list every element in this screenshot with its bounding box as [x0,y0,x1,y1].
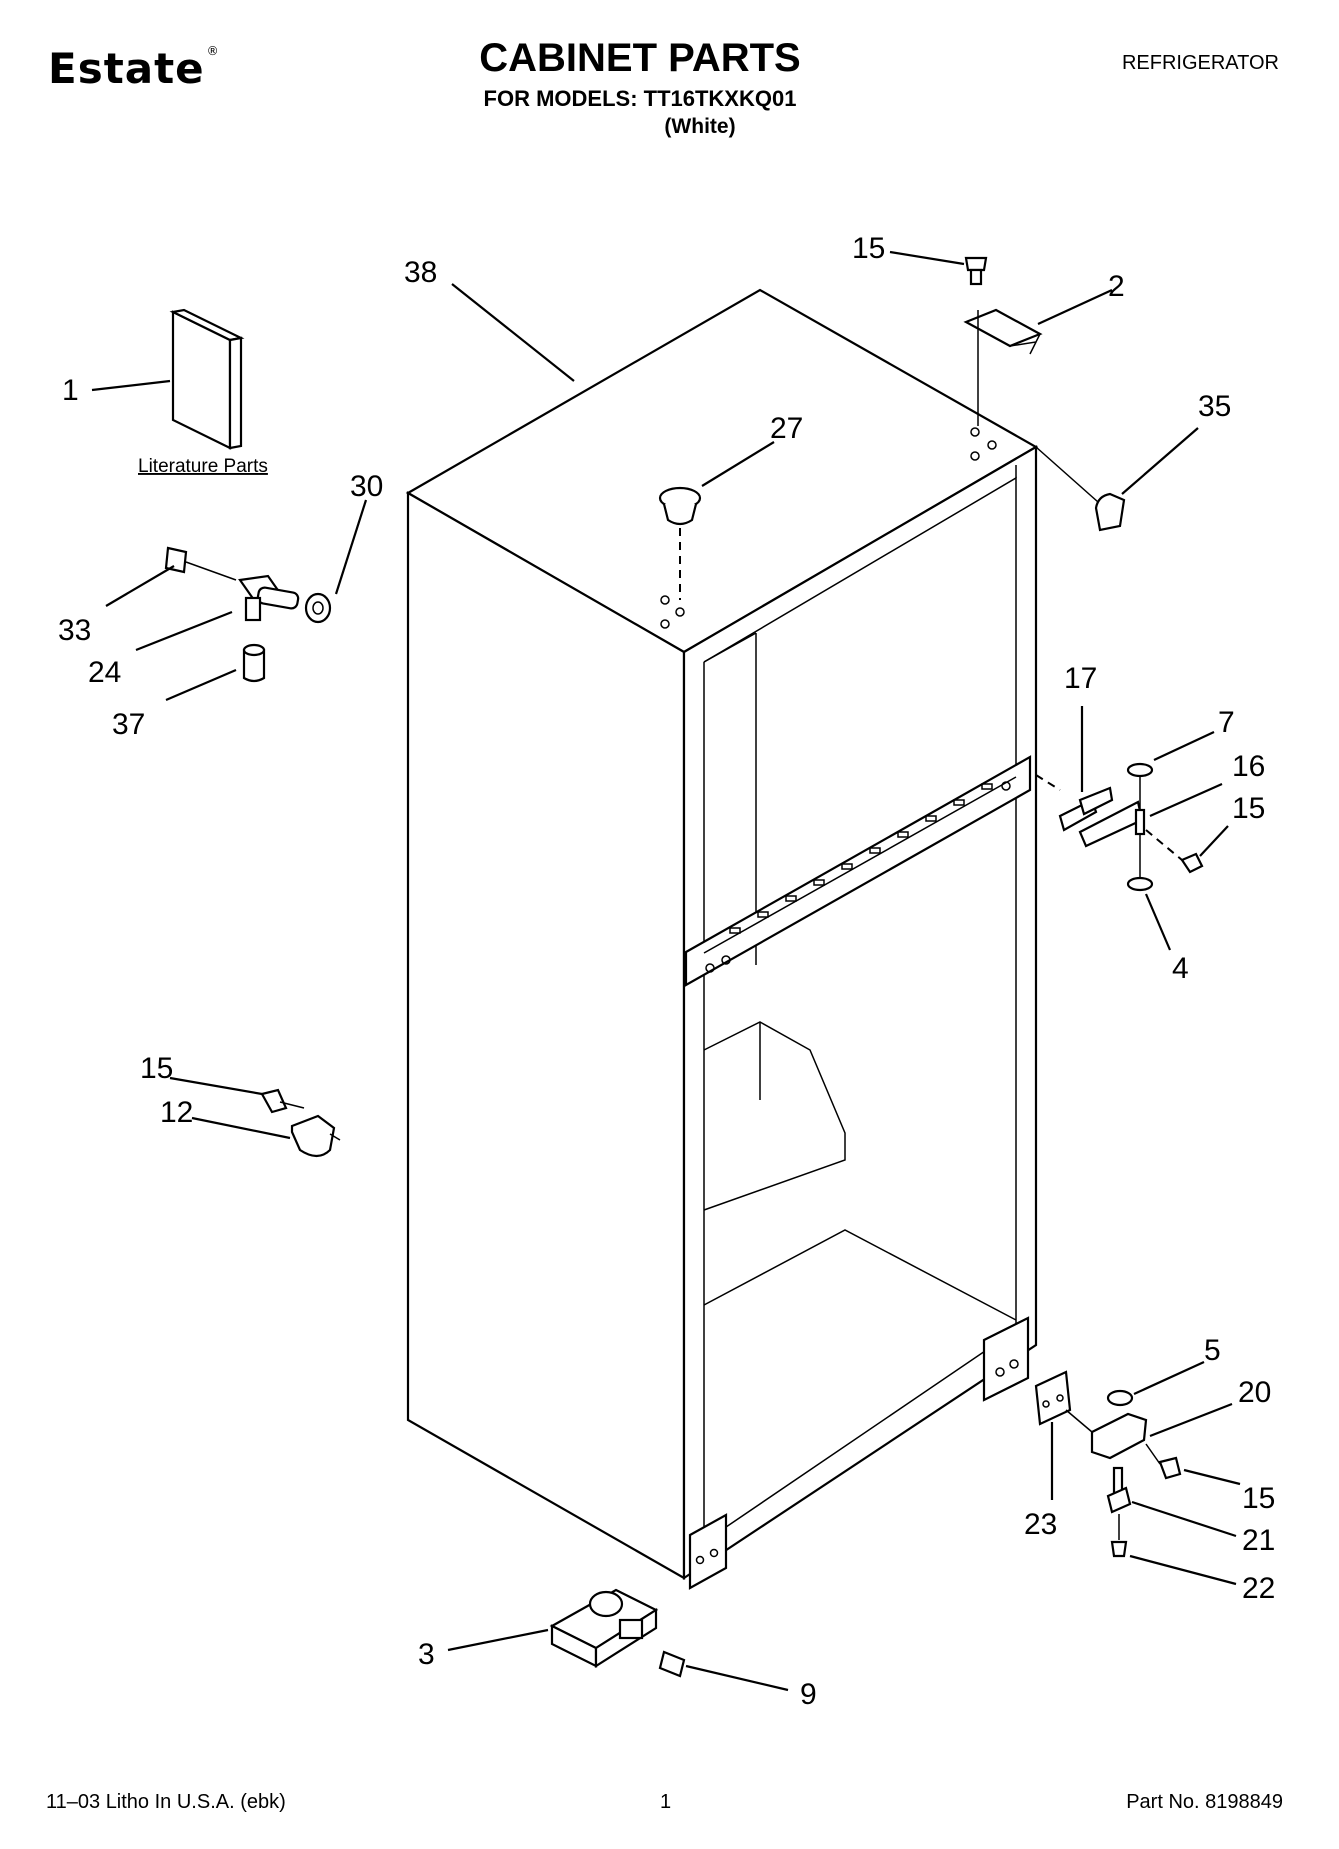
bottom-hinge-assembly [1034,1370,1182,1558]
callout-9: 9 [800,1678,817,1711]
leveling-roller [549,1588,686,1678]
callout-21: 21 [1242,1524,1275,1557]
page-number: 1 [660,1791,672,1813]
callout-12: 12 [160,1096,193,1129]
callout-3: 3 [418,1638,435,1671]
door-stop-assembly [164,546,332,683]
callout-23: 23 [1024,1508,1057,1541]
callout-15-center: 15 [1232,792,1265,825]
litho-note: 11–03 Litho In U.S.A. (ebk) [46,1791,286,1813]
page-title: CABINET PARTS [479,36,801,80]
callout-7: 7 [1218,706,1235,739]
callout-33: 33 [58,614,91,647]
literature-parts-label: Literature Parts [138,456,268,477]
callout-24: 24 [88,656,121,689]
top-plug [658,486,702,600]
top-hinge [963,308,1043,426]
hinge-cover [1035,446,1126,532]
callout-16: 16 [1232,750,1265,783]
brand-name: Estate [48,44,205,93]
callout-4: 4 [1172,952,1189,985]
left-hinge-pin [260,1088,341,1158]
callout-35: 35 [1198,390,1231,423]
models-line: FOR MODELS: TT16TKXKQ01 [483,86,797,111]
callout-5: 5 [1204,1334,1221,1367]
callout-37: 37 [112,708,145,741]
literature-book [169,308,245,450]
top-hinge-screw [964,256,988,286]
center-hinge-assembly [1035,762,1204,892]
callout-1: 1 [62,374,79,407]
rail-slots [729,783,993,934]
leader-lines [91,250,1241,1692]
callout-17: 17 [1064,662,1097,695]
callout-2: 2 [1108,270,1125,303]
callout-15-bottom: 15 [1242,1482,1275,1515]
callout-27: 27 [770,412,803,445]
part-number: Part No. 8198849 [1126,1791,1283,1813]
callout-38: 38 [404,256,437,289]
registered-mark: ® [206,44,220,58]
callout-20: 20 [1238,1376,1271,1409]
brand-logo: Estate® [48,44,220,93]
callout-22: 22 [1242,1572,1275,1605]
color-line: (White) [664,115,736,138]
callout-15-left: 15 [140,1052,173,1085]
callout-15-top: 15 [852,232,885,265]
callout-30: 30 [350,470,383,503]
product-type: REFRIGERATOR [1121,52,1279,74]
refrigerator-cabinet [405,288,1039,1590]
